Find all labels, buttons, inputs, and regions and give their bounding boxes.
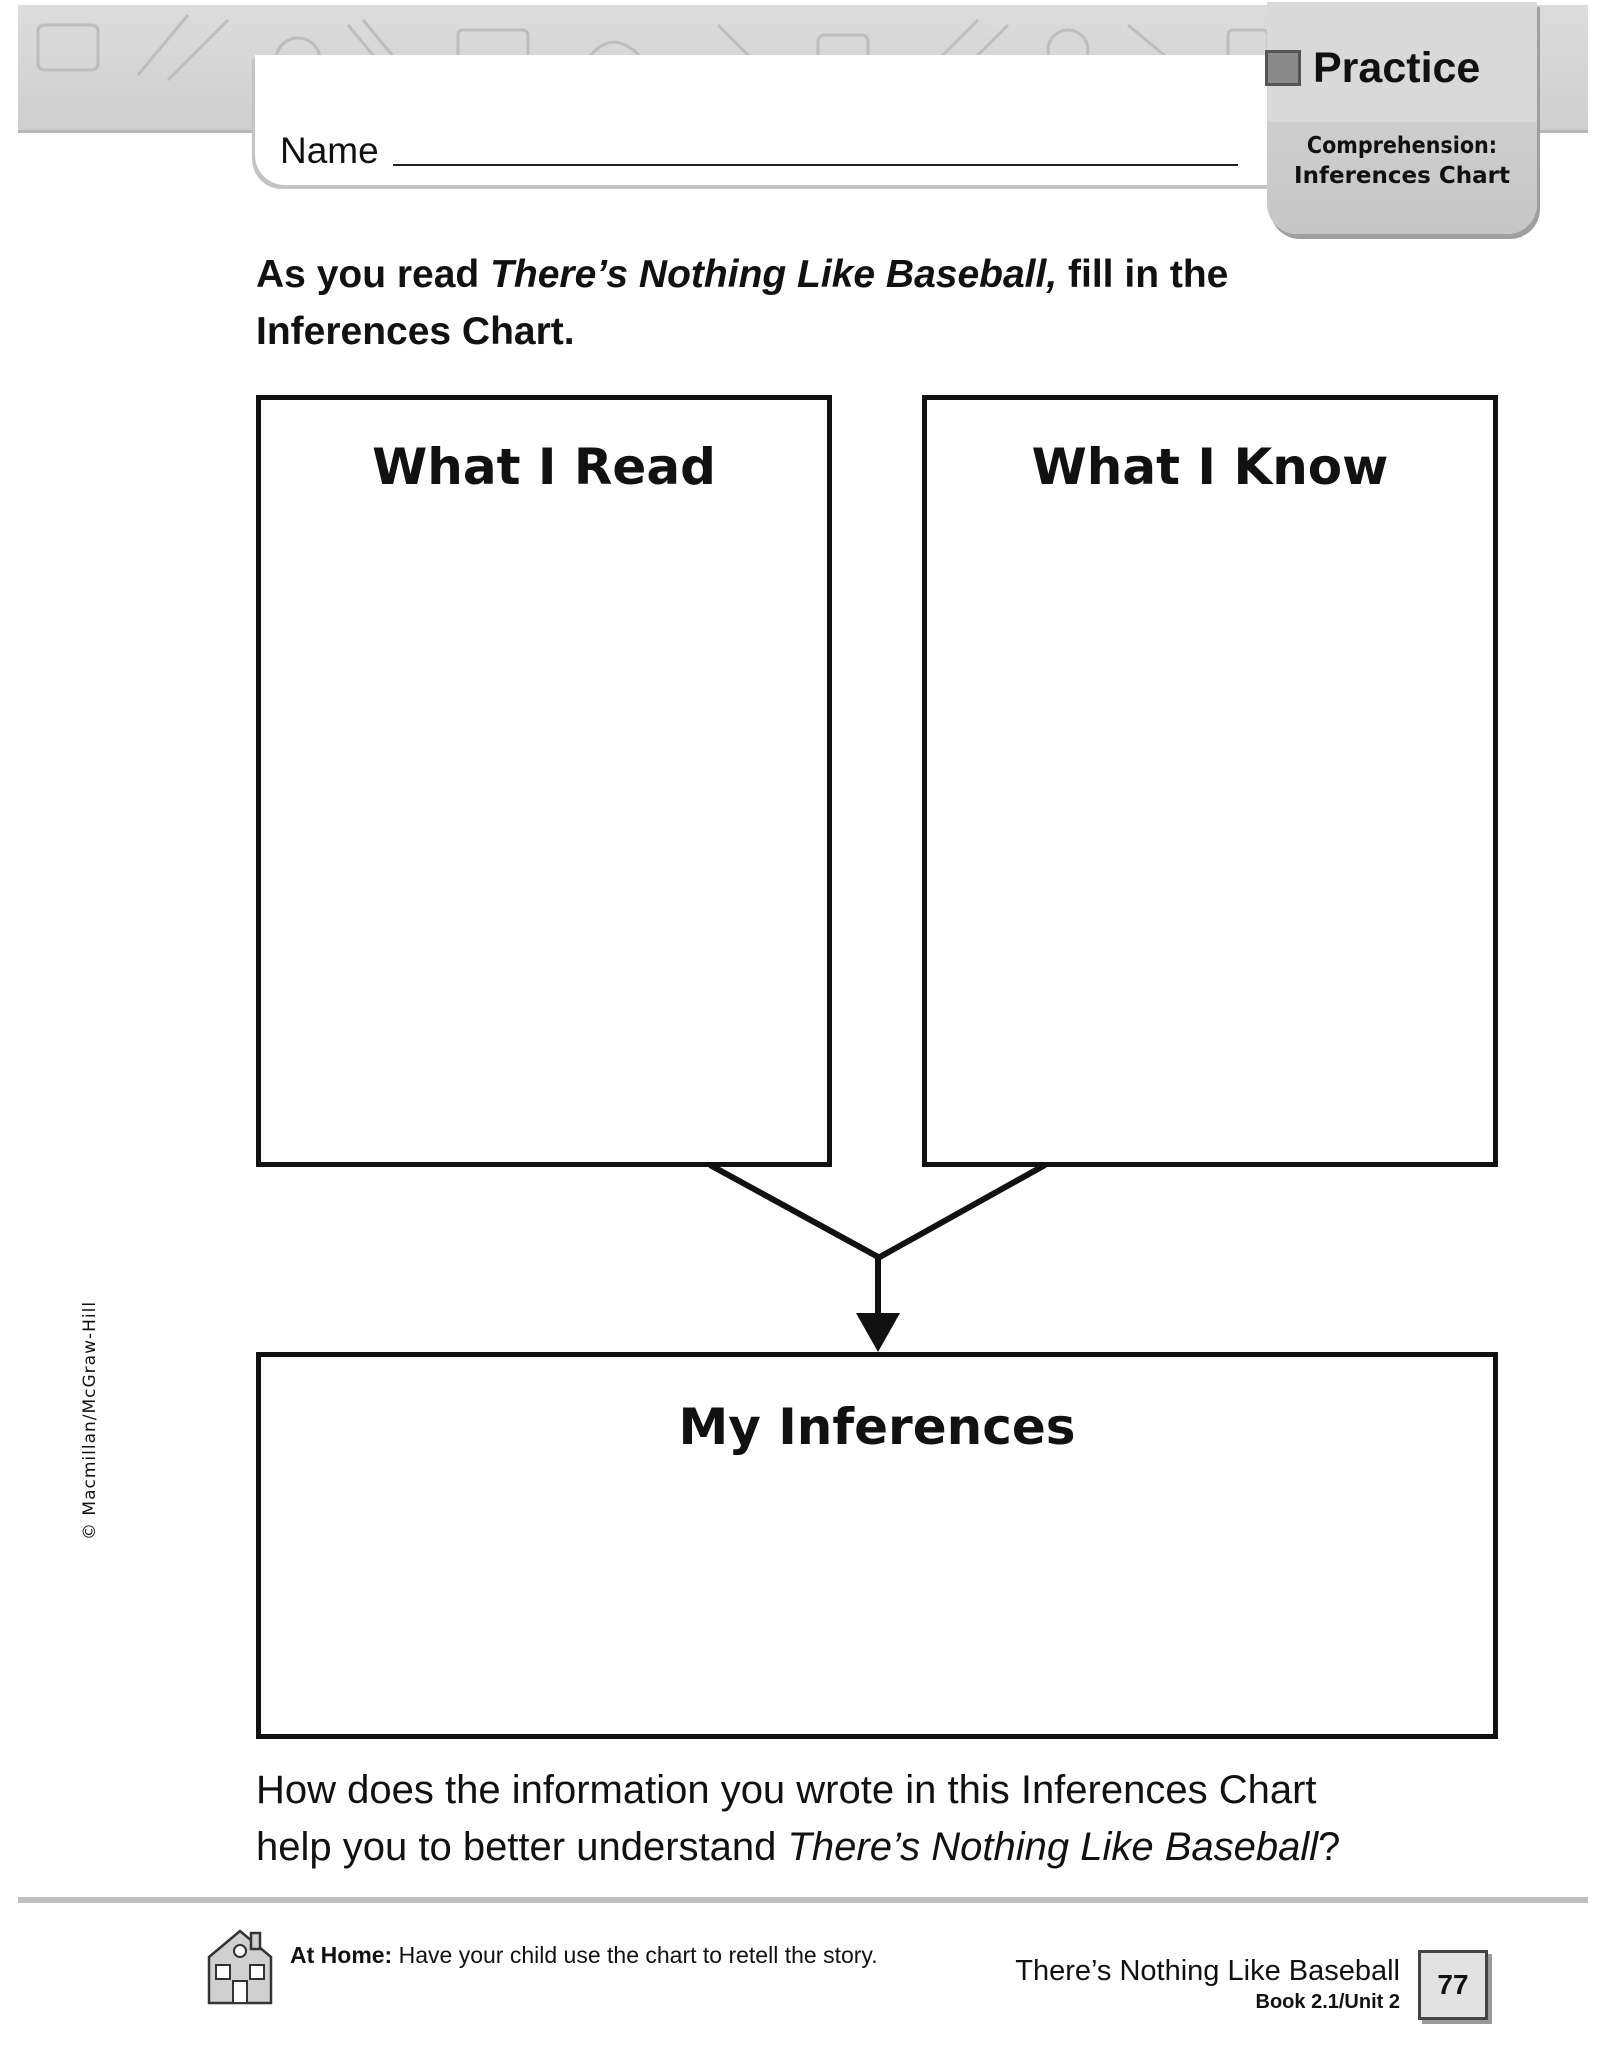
name-label: Name xyxy=(280,130,379,171)
footer-story-title: There’s Nothing Like Baseball xyxy=(1015,1955,1400,1987)
book-unit-label: Book 2.1/Unit 2 xyxy=(1255,1991,1400,2013)
reflection-question: How does the information you wrote in th… xyxy=(256,1762,1436,1876)
at-home-label: At Home: xyxy=(290,1942,393,1968)
skill-label-line1: Comprehension: xyxy=(1306,133,1498,159)
question-line1: How does the information you wrote in th… xyxy=(256,1768,1317,1812)
my-inferences-box[interactable]: My Inferences xyxy=(256,1352,1498,1739)
question-line2-prefix: help you to better understand xyxy=(256,1825,788,1869)
name-panel xyxy=(255,55,1295,185)
question-mark: ? xyxy=(1318,1825,1341,1869)
what-i-read-title: What I Read xyxy=(372,438,716,496)
skill-label-line2: Inferences Chart xyxy=(1294,163,1510,189)
instructions-line2: Inferences Chart. xyxy=(256,310,575,353)
what-i-know-box[interactable]: What I Know xyxy=(922,395,1498,1167)
copyright-notice: © Macmillan/McGraw-Hill xyxy=(80,1300,100,1540)
question-story-title: There’s Nothing Like Baseball xyxy=(787,1825,1319,1869)
instructions-prefix: As you read xyxy=(256,253,491,296)
instructions-suffix: fill in the xyxy=(1057,253,1229,296)
page-number: 77 xyxy=(1418,1950,1488,2020)
gray-square-icon xyxy=(1265,50,1301,86)
instructions-story-title: There’s Nothing Like Baseball, xyxy=(490,253,1058,296)
what-i-read-box[interactable]: What I Read xyxy=(256,395,832,1167)
practice-tab-top xyxy=(1267,2,1537,122)
practice-label: Practice xyxy=(1313,44,1481,92)
name-field[interactable] xyxy=(393,164,1238,166)
at-home-note: At Home: Have your child use the chart t… xyxy=(290,1942,878,1969)
footer-divider xyxy=(18,1897,1588,1903)
my-inferences-title: My Inferences xyxy=(678,1398,1076,1456)
instructions: As you read There’s Nothing Like Basebal… xyxy=(256,246,1376,360)
page-number-text: 77 xyxy=(1437,1969,1469,2000)
house-icon xyxy=(207,1929,273,2005)
what-i-know-title: What I Know xyxy=(1031,438,1389,496)
at-home-text: Have your child use the chart to retell … xyxy=(392,1942,878,1968)
